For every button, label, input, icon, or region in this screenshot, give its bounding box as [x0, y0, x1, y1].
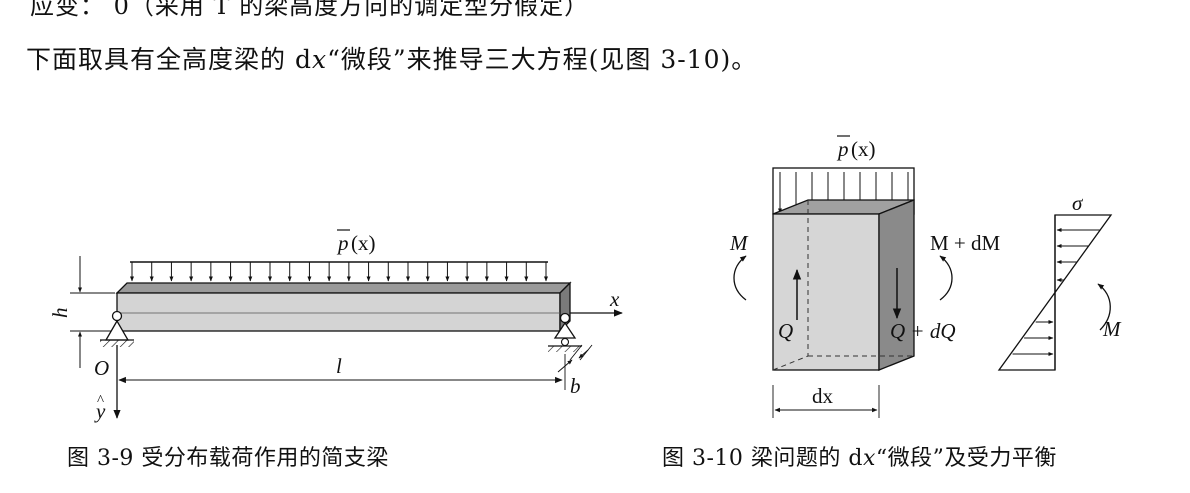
- fig9-beam: [115, 281, 572, 333]
- fig9-height-dimension: [70, 256, 115, 368]
- fig10-M-right: M + dM: [930, 231, 1001, 255]
- fig9-distributed-load: [130, 261, 548, 282]
- fig10-dx-label: dx: [812, 384, 834, 408]
- paragraph-before: 下面取具有全高度梁的 d: [26, 45, 312, 74]
- caption-fig10-var: x: [863, 446, 876, 471]
- caption-fig-3-10: 图 3-10 梁问题的 dx“微段”及受力平衡: [662, 440, 1057, 472]
- fig10-element: [772, 199, 915, 371]
- fig9-x-label: x: [609, 287, 620, 311]
- fig9-origin-label: O: [94, 356, 109, 380]
- paragraph-after: “微段”来推导三大方程(见图 3-10)。: [327, 45, 758, 74]
- fig9-width-dimension: [557, 344, 593, 373]
- fig9-load-arg: (x): [351, 231, 376, 255]
- partial-text-b: 0（采用 T: [113, 0, 231, 20]
- fig9-h-label: h: [48, 308, 72, 319]
- partial-top-line: 应变： 0（采用 T 的梁高度方向的调定型分假定）: [30, 0, 589, 21]
- fig9-right-support: [548, 312, 582, 352]
- fig10-stress-diagram: [997, 214, 1113, 371]
- fig9-load-symbol: p: [336, 231, 349, 255]
- fig9-left-support: [100, 310, 134, 347]
- fig9-l-label: l: [336, 354, 342, 378]
- fig10-load-arg: (x): [851, 137, 876, 161]
- fig9-y-label: y: [94, 399, 106, 423]
- fig10-load-symbol: p: [836, 137, 849, 161]
- fig10-moment-left-arrow: [733, 255, 747, 301]
- paragraph-var: x: [311, 45, 328, 74]
- fig10-M-left: M: [729, 231, 749, 255]
- figure-3-9: p (x) h O: [48, 229, 623, 423]
- fig9-b-label: b: [570, 374, 581, 398]
- partial-text-a: 应变：: [30, 0, 105, 20]
- figure-3-10: p (x) Q Q + dQ M M + dM dx: [729, 135, 1122, 418]
- fig10-stress-moment-arrow: [1097, 283, 1111, 331]
- fig9-y-hat: ^: [97, 393, 104, 409]
- fig10-moment-right-arrow: [939, 255, 953, 301]
- partial-text-c: 的梁高度方向的调定型分假定）: [239, 0, 590, 20]
- caption-fig10-after: “微段”及受力平衡: [875, 446, 1057, 471]
- fig10-Q-left: Q: [778, 319, 793, 343]
- body-paragraph: 下面取具有全高度梁的 dx“微段”来推导三大方程(见图 3-10)。: [26, 40, 757, 76]
- caption-fig10-before: 图 3-10 梁问题的 d: [662, 446, 863, 471]
- caption-fig-3-9: 图 3-9 受分布载荷作用的简支梁: [67, 446, 389, 471]
- fig10-Q-right: Q + dQ: [890, 319, 956, 343]
- fig10-M-stress: M: [1102, 317, 1122, 341]
- fig10-stress-arrows: [1012, 228, 1101, 356]
- fig9-load-arrows: [130, 262, 548, 282]
- fig10-sigma-label: σ: [1072, 191, 1084, 215]
